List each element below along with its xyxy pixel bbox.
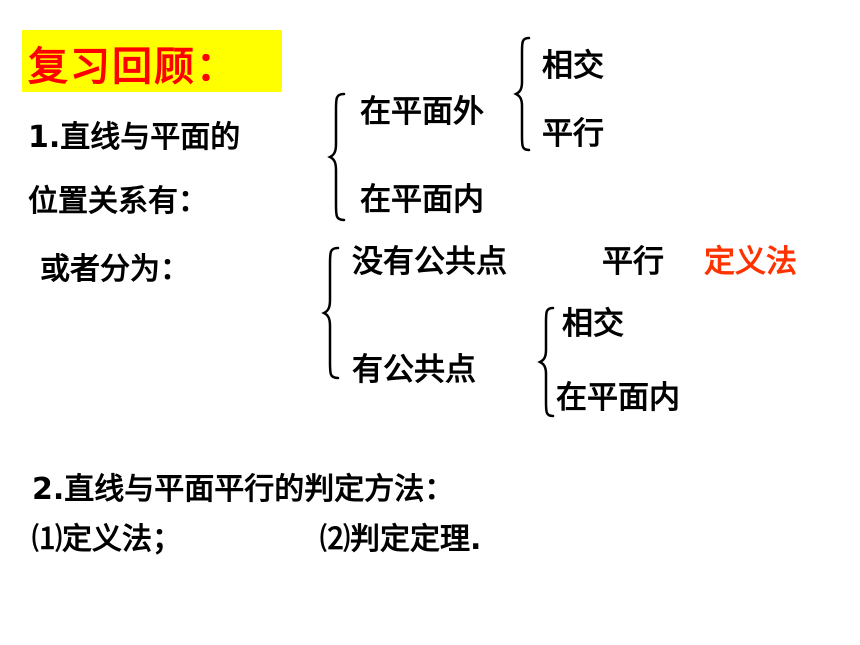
item2-heading: 2.直线与平面平行的判定方法：: [32, 472, 455, 507]
outside-sub-parallel: 平行: [542, 116, 604, 152]
parallel-label: 平行: [602, 244, 664, 280]
item1-line1: 1.直线与平面的: [28, 120, 241, 155]
slide-title: 复习回顾：: [28, 44, 238, 90]
has-common-point-label: 有公共点: [352, 352, 476, 388]
outside-plane-label: 在平面外: [360, 94, 484, 130]
brace-has-common: [537, 306, 555, 418]
brace-outside: [513, 36, 531, 152]
has-common-sub-intersect: 相交: [562, 306, 624, 342]
method-definition: ⑴定义法；: [32, 522, 182, 557]
item1-line2: 位置关系有：: [28, 184, 208, 219]
definition-method-label: 定义法: [704, 244, 797, 280]
method-theorem: ⑵判定定理.: [320, 522, 482, 557]
inside-plane-label: 在平面内: [360, 182, 484, 218]
outside-sub-intersect: 相交: [542, 48, 604, 84]
brace-relations: [327, 92, 346, 222]
no-common-point-label: 没有公共点: [352, 244, 507, 280]
alt-label: 或者分为：: [40, 252, 190, 287]
brace-common-point: [321, 246, 340, 380]
title-banner: 复习回顾：: [22, 30, 282, 92]
has-common-sub-in-plane: 在平面内: [556, 380, 680, 416]
